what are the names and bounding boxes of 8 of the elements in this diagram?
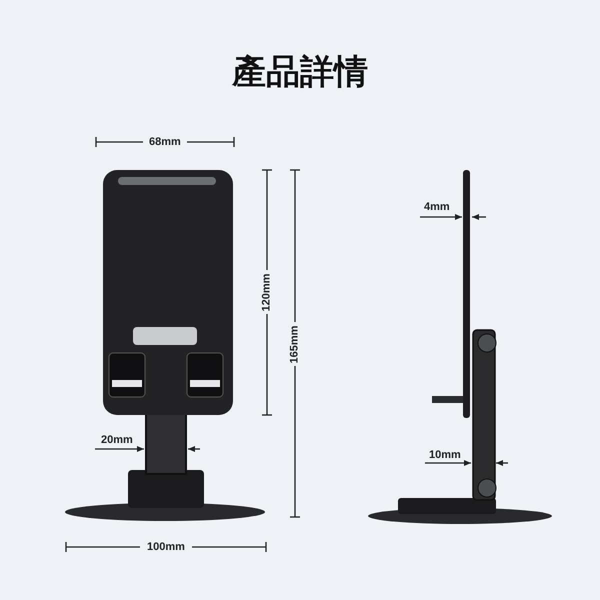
dimension-label: 4mm	[424, 200, 450, 214]
dimension-label: 10mm	[429, 448, 461, 462]
dimension-label: 165mm	[288, 325, 302, 363]
dimension-label: 20mm	[101, 434, 133, 446]
dimension-label: 100mm	[147, 540, 185, 554]
dimension-label: 120mm	[260, 273, 274, 311]
dimension-label: 68mm	[149, 136, 181, 148]
title: 產品詳情	[230, 52, 369, 92]
